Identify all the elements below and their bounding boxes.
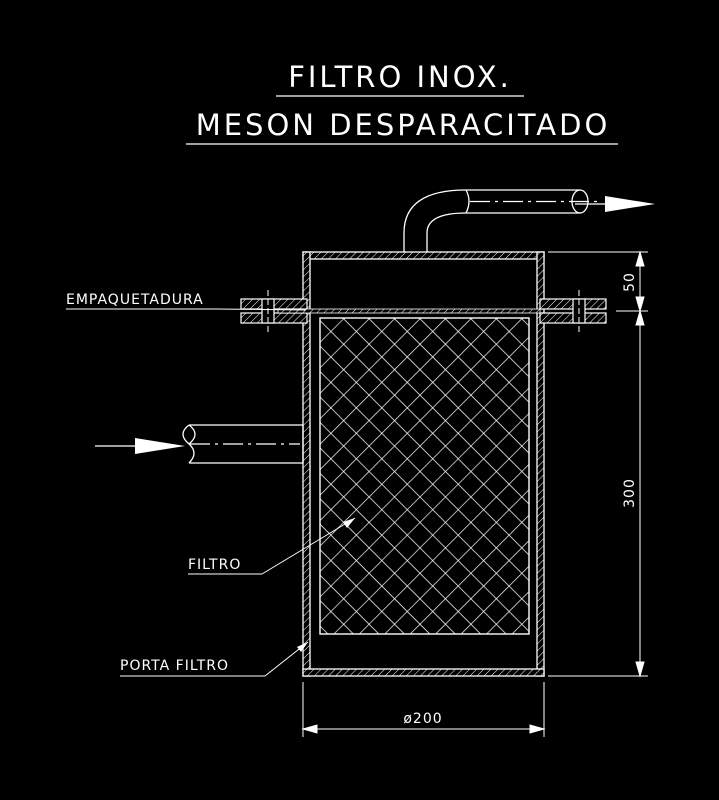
label-filter-group: FILTRO <box>188 517 356 575</box>
flange <box>240 290 607 332</box>
dimension-body-height: 300 <box>622 478 638 508</box>
label-filter: FILTRO <box>188 557 241 573</box>
dimension-diameter: ø200 <box>403 711 442 727</box>
dimension-vertical <box>548 250 648 678</box>
filter-mesh <box>319 317 530 635</box>
outlet-arrow <box>575 196 655 212</box>
dimension-horizontal <box>301 682 546 737</box>
inlet-arrow <box>95 438 185 454</box>
title-block: FILTRO INOX. MESON DESPARACITADO <box>186 60 618 145</box>
label-filter-holder: PORTA FILTRO <box>120 658 229 674</box>
gasket <box>277 308 541 314</box>
dimension-flange-height: 50 <box>622 272 638 292</box>
title-line2: MESON DESPARACITADO <box>196 108 611 142</box>
title-line1: FILTRO INOX. <box>288 60 512 94</box>
label-gasket-group: EMPAQUETADURA <box>66 292 307 311</box>
inlet-pipe <box>182 424 304 464</box>
filter-holder-body <box>302 251 545 677</box>
outlet-pipe <box>403 189 600 252</box>
label-filter-holder-group: PORTA FILTRO <box>120 641 309 677</box>
label-gasket: EMPAQUETADURA <box>66 292 204 308</box>
